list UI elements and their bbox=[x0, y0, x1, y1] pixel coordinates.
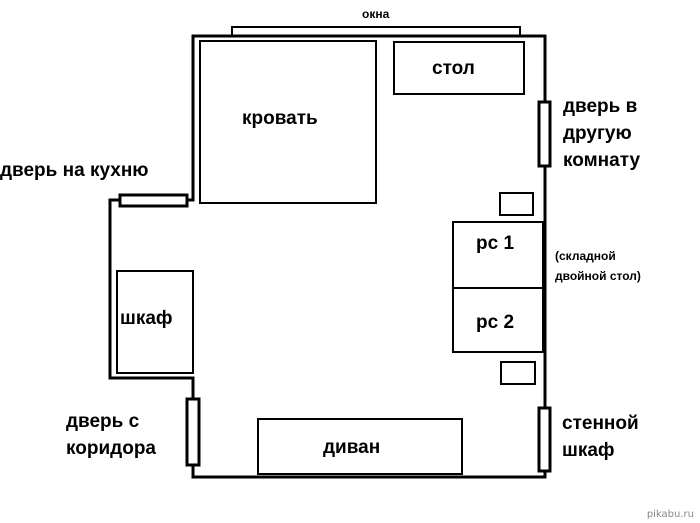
door-corridor-shape bbox=[185, 397, 201, 467]
folding-table-line-2: двойной стол) bbox=[555, 269, 641, 283]
wall-closet-label: стенной шкаф bbox=[562, 410, 639, 464]
desk-label: стол bbox=[432, 58, 475, 79]
door-other-room-line-3: комнату bbox=[563, 150, 641, 171]
door-other-room-shape bbox=[537, 100, 552, 168]
folding-table-line-1: (складной bbox=[555, 249, 616, 263]
door-other-room-label: дверь в другую комнату bbox=[563, 93, 640, 174]
bed-label: кровать bbox=[242, 108, 318, 129]
pc2-label: pc 2 bbox=[476, 312, 515, 333]
door-other-room-line-1: дверь в bbox=[563, 96, 638, 117]
pc1-shape bbox=[452, 221, 544, 289]
watermark: pikabu.ru bbox=[646, 509, 694, 520]
door-corridor-line-1: дверь с bbox=[66, 411, 140, 432]
sofa-label: диван bbox=[323, 437, 381, 458]
wall-closet-line-2: шкаф bbox=[562, 440, 615, 461]
wall-closet-shape bbox=[537, 406, 552, 473]
door-corridor-line-2: коридора bbox=[66, 438, 156, 459]
pc2-shape bbox=[452, 287, 544, 353]
pc1-label: pc 1 bbox=[476, 233, 515, 254]
folding-table-label: (складной двойной стол) bbox=[555, 246, 641, 286]
wardrobe-label: шкаф bbox=[120, 308, 173, 329]
wall-closet-line-1: стенной bbox=[562, 413, 639, 434]
window-frame bbox=[231, 26, 521, 36]
wardrobe-shape bbox=[116, 270, 194, 374]
chair-bottom bbox=[500, 361, 536, 385]
chair-top bbox=[499, 192, 534, 216]
door-other-room-line-2: другую bbox=[563, 123, 632, 144]
bed-shape bbox=[199, 40, 377, 204]
desk-shape bbox=[393, 41, 525, 95]
door-kitchen-label: дверь на кухню bbox=[0, 160, 149, 181]
door-corridor-label: дверь с коридора bbox=[66, 408, 156, 462]
sofa-shape bbox=[257, 418, 463, 475]
windows-label: окна bbox=[362, 7, 390, 21]
door-kitchen-shape bbox=[118, 193, 189, 208]
